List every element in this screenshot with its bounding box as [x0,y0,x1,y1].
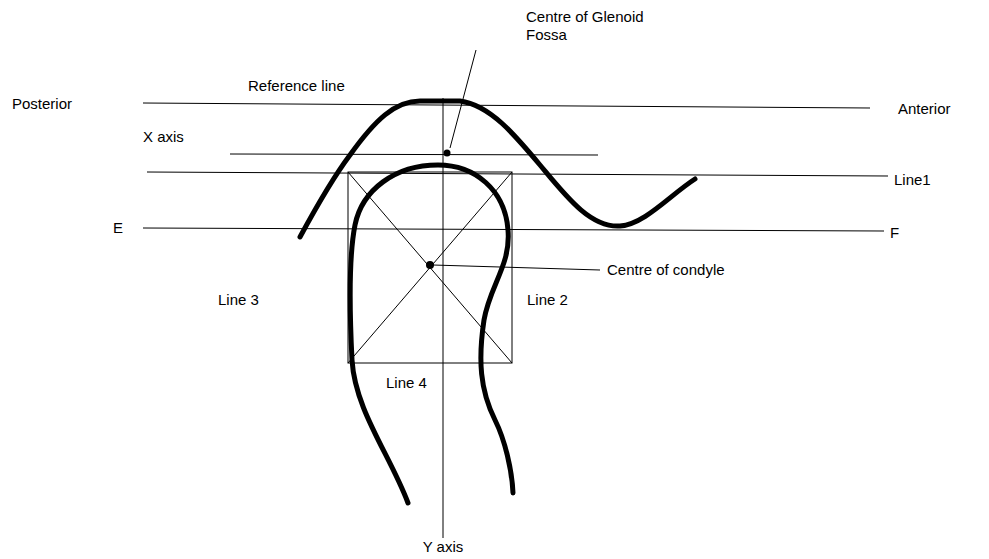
box-diagonal [348,172,512,363]
glenoid-centre-dot [444,150,451,157]
condyle-box [348,172,512,363]
condyle-outline [350,165,513,503]
point-label: E [111,219,125,237]
axis-label: Y axis [421,538,466,556]
x-axis-line [230,154,598,155]
direction-label: Posterior [10,95,74,113]
leader-line [433,265,600,270]
fossa-centre-label: Centre of Glenoid Fossa [524,8,668,44]
line-label: Line 2 [525,291,570,309]
axis-label: X axis [141,128,186,146]
ef-line [143,228,884,231]
line-label: Line 4 [384,374,429,392]
condyle-centre-label: Centre of condyle [605,261,727,279]
guide-lines [143,50,888,540]
reference-line [143,103,870,108]
direction-label: Anterior [896,100,953,118]
box-diagonal [348,172,512,363]
point-label: F [888,224,901,242]
line-1 [147,172,888,176]
line-label: Reference line [246,77,347,95]
condyle-centre-dot [426,261,434,269]
line-label: Line1 [892,171,933,189]
line-label: Line 3 [216,291,261,309]
